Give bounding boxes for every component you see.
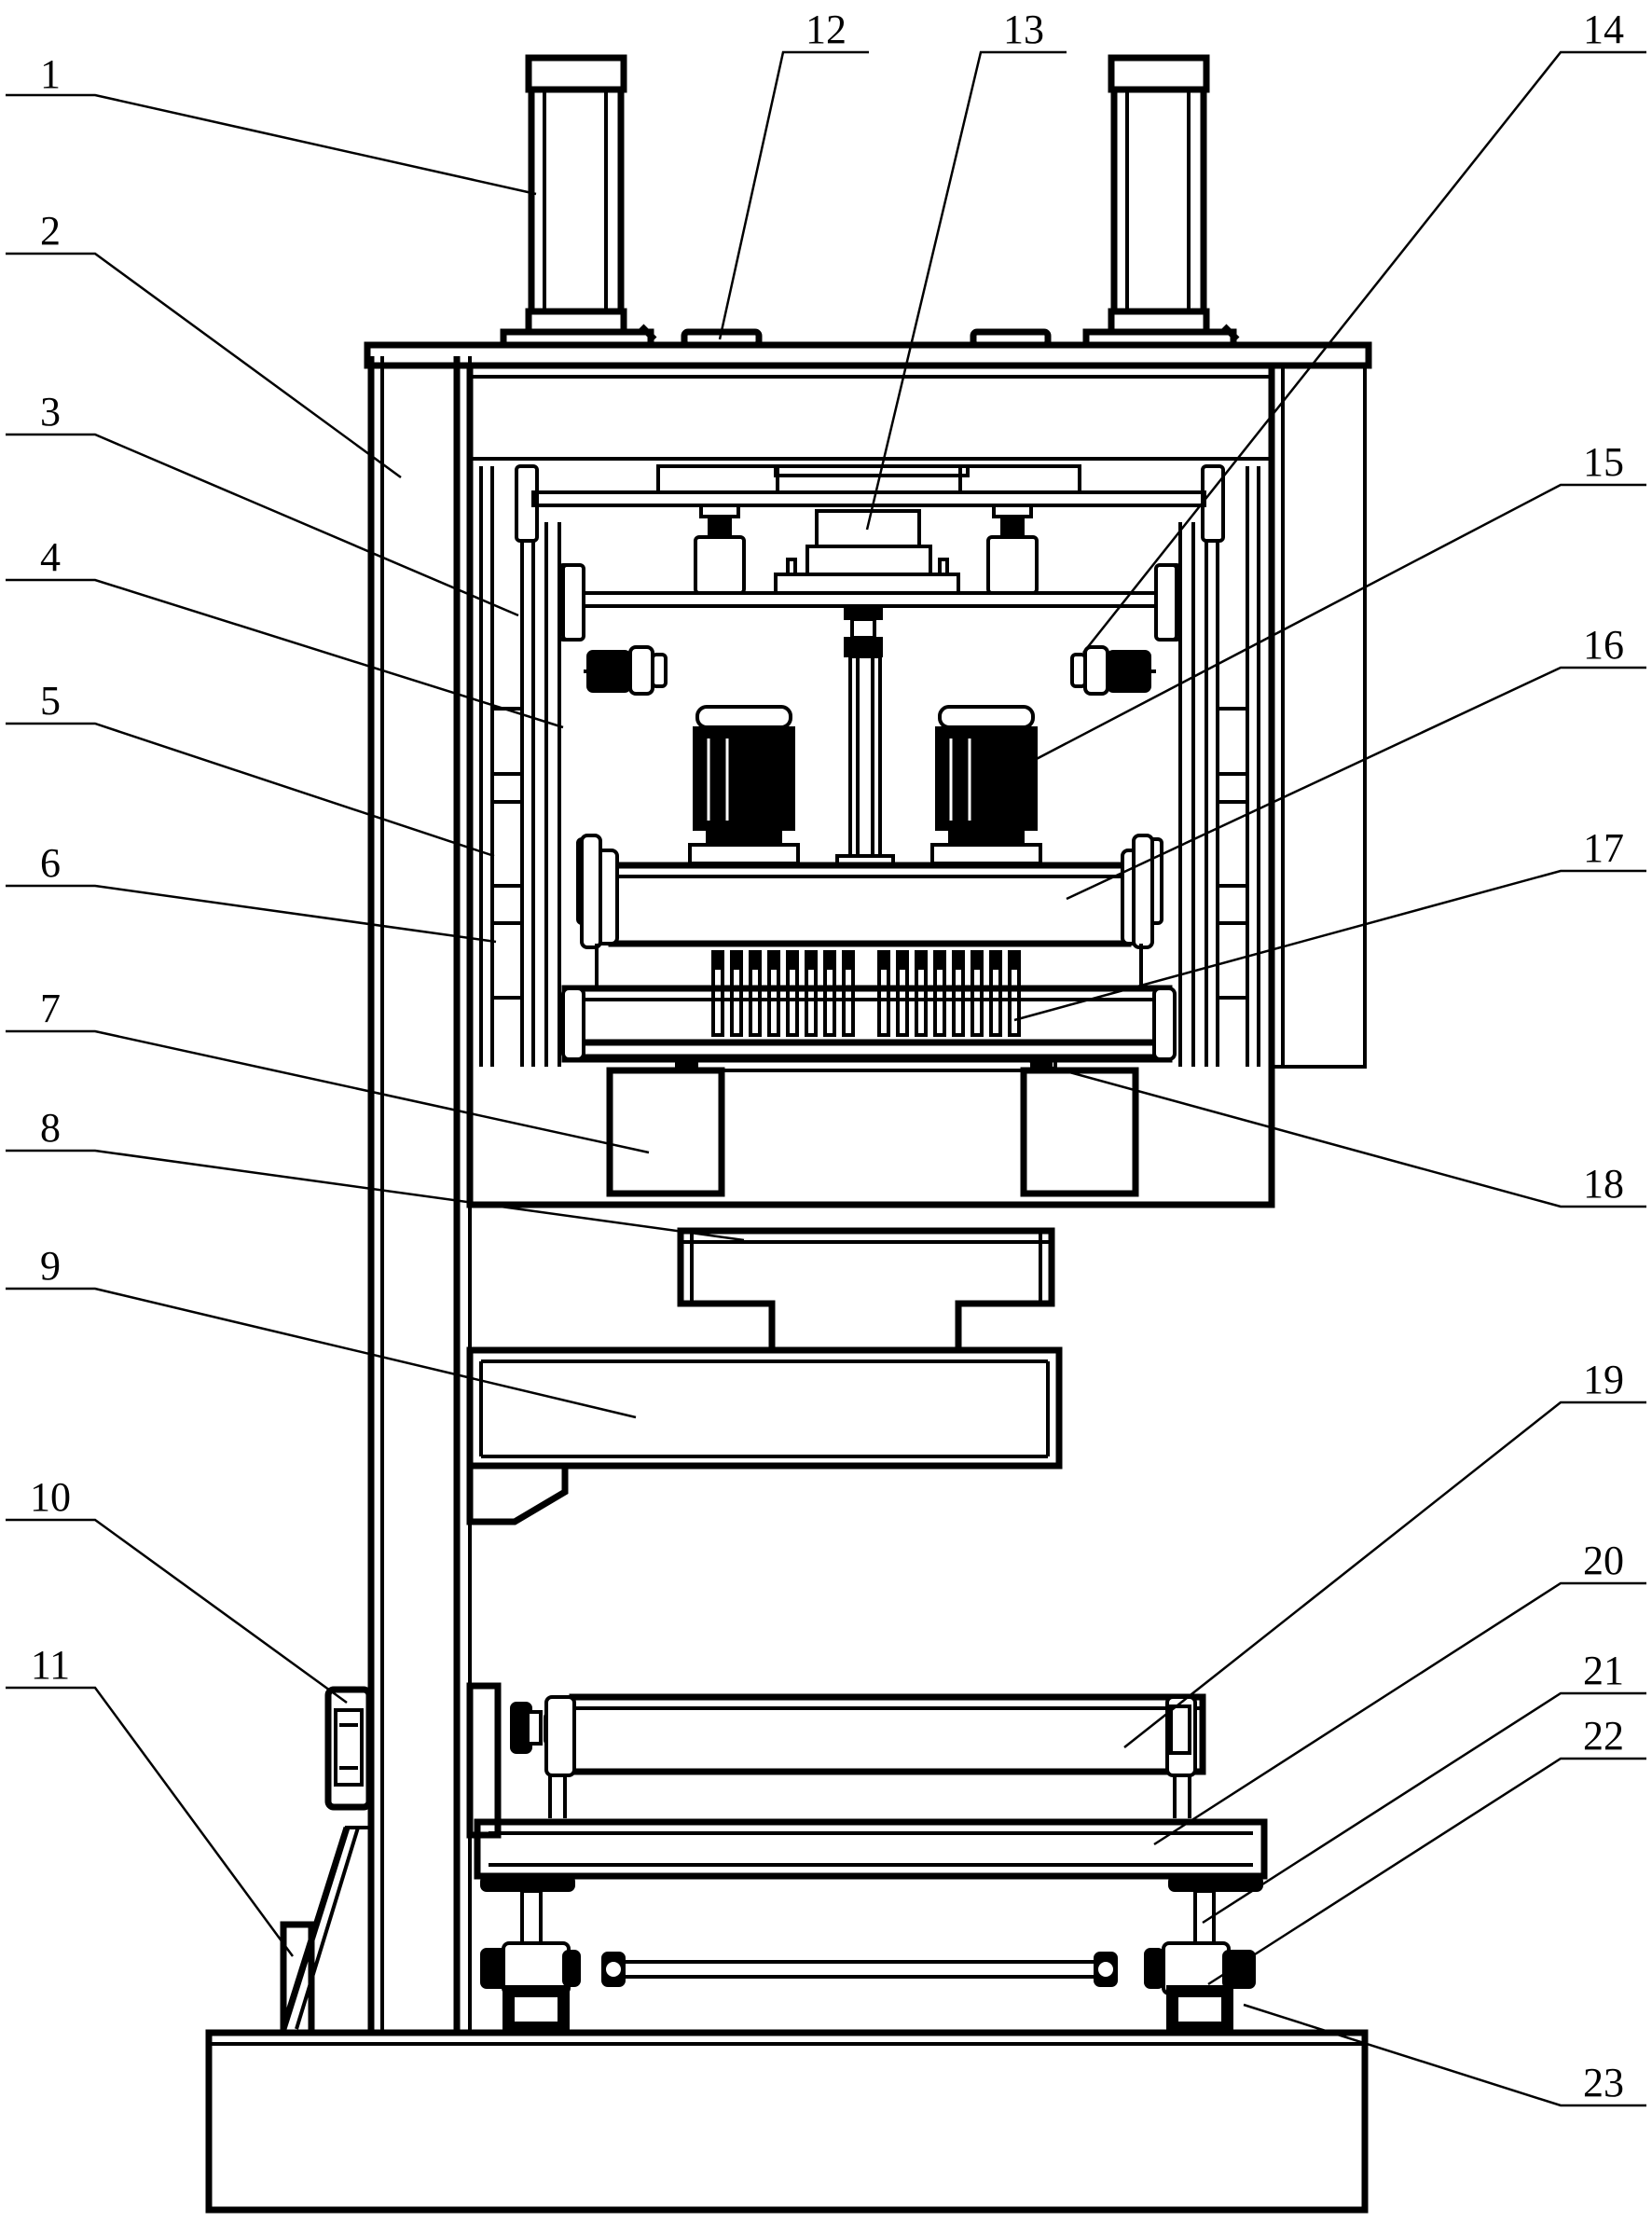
callout-19: 19: [1583, 1357, 1624, 1402]
leader-20: [1153, 1581, 1646, 1846]
base-frame: [205, 2029, 1369, 2214]
leader-16: [1066, 666, 1646, 901]
spindle-collar: [896, 950, 909, 969]
leader-6: [6, 884, 497, 944]
spindle-collar: [952, 950, 965, 969]
callout-15: 15: [1583, 439, 1624, 485]
callout-23: 23: [1583, 2060, 1624, 2105]
center-mount-block: [774, 509, 960, 595]
spindle-collar: [971, 950, 984, 969]
spindle-array: [711, 950, 1021, 1037]
spindle-collar: [933, 950, 946, 969]
callout-12: 12: [805, 7, 847, 52]
top-plate: [364, 341, 1372, 1208]
leader-10: [6, 1518, 348, 1704]
leader-4: [6, 578, 564, 729]
spindle-collar: [842, 950, 855, 969]
spindle-collar: [989, 950, 1002, 969]
callout-4: 4: [40, 534, 61, 580]
spindle-collar: [767, 950, 780, 969]
lower-plate: [474, 1818, 1268, 1892]
callout-labels: 1 2 3 4 5 6 7 8 9 10 11 12 13 14 15 16 1…: [30, 7, 1624, 2105]
leader-14: [1082, 50, 1646, 654]
callout-10: 10: [30, 1474, 71, 1520]
right-screw-support: [1094, 1889, 1256, 2034]
leader-8: [6, 1149, 745, 1242]
callout-20: 20: [1583, 1538, 1624, 1583]
leader-21: [1202, 1691, 1646, 1925]
callout-6: 6: [40, 840, 61, 886]
workpiece: [677, 1227, 1055, 1354]
leader-lines: [6, 50, 1646, 2107]
callout-13: 13: [1003, 7, 1044, 52]
leader-3: [6, 433, 519, 617]
callout-16: 16: [1583, 622, 1624, 668]
callout-14: 14: [1583, 7, 1624, 52]
leader-18: [1021, 1057, 1646, 1208]
central-screw-rod: [844, 605, 883, 862]
cross-shaft: [625, 1960, 1094, 1979]
drill-head-box: [580, 834, 1154, 949]
callout-2: 2: [40, 208, 61, 254]
callout-22: 22: [1583, 1713, 1624, 1759]
leader-1: [6, 93, 537, 196]
clamp-legs: [606, 1056, 1139, 1197]
leader-12: [718, 50, 869, 340]
leader-17: [1013, 869, 1646, 1022]
left-screw-support: [480, 1889, 626, 2034]
leader-2: [6, 252, 402, 479]
callout-1: 1: [40, 51, 61, 97]
spindle-collar: [1008, 950, 1021, 969]
leader-15: [1028, 483, 1646, 765]
left-guide-rails: [479, 464, 597, 1067]
second-crossbeam: [561, 563, 1178, 642]
switch-box: [324, 1686, 373, 1811]
leader-11: [6, 1686, 295, 1957]
leader-23: [1243, 2003, 1646, 2107]
callout-18: 18: [1583, 1161, 1624, 1207]
callout-21: 21: [1583, 1648, 1624, 1693]
callout-5: 5: [40, 678, 61, 724]
spindle-collar: [915, 950, 928, 969]
spindle-collar: [877, 950, 890, 969]
spindle-collar: [711, 950, 724, 969]
leader-9: [6, 1287, 637, 1419]
leader-5: [6, 722, 495, 858]
right-side-clamp: [1070, 645, 1156, 696]
leader-22: [1207, 1757, 1646, 1986]
callout-17: 17: [1583, 825, 1624, 871]
right-guide-rails: [1143, 464, 1260, 1067]
leader-19: [1123, 1401, 1646, 1748]
callout-8: 8: [40, 1105, 61, 1151]
spindle-collar: [823, 950, 836, 969]
upper-crossbeam: [531, 464, 1206, 507]
leader-13: [865, 50, 1067, 531]
right-cylinder: [1082, 54, 1240, 349]
work-table: [466, 1346, 1063, 1525]
right-motor: [930, 705, 1042, 865]
left-cylinder: [500, 54, 657, 349]
spindle-collar: [805, 950, 818, 969]
callout-11: 11: [31, 1642, 70, 1688]
lower-slide-frame: [561, 944, 1177, 1072]
callout-3: 3: [40, 389, 61, 435]
lower-roller-assembly: [466, 1682, 1206, 1839]
spindle-collar: [786, 950, 799, 969]
spindle-collar: [730, 950, 743, 969]
leader-7: [6, 1029, 650, 1154]
left-side-clamp: [584, 645, 668, 696]
callout-9: 9: [40, 1243, 61, 1289]
callout-7: 7: [40, 986, 61, 1031]
left-motor: [688, 705, 800, 865]
foot-pedal: [280, 1826, 371, 2033]
spindle-collar: [749, 950, 762, 969]
